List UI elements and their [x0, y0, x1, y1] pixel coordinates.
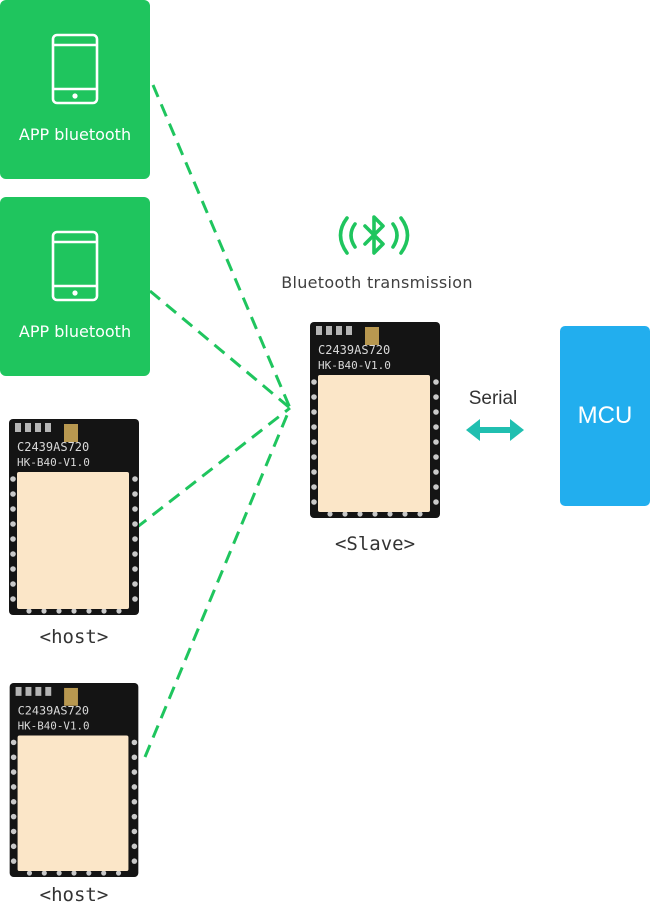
link-host2 — [143, 407, 292, 758]
bidirectional-arrow-icon — [466, 419, 524, 441]
bluetooth-icon — [338, 215, 410, 255]
mcu-box: MCU — [560, 326, 650, 506]
link-host1 — [135, 406, 291, 530]
link-app2 — [149, 289, 291, 410]
bluetooth-transmission-label: Bluetooth transmission — [281, 273, 473, 292]
chip-text-line-2: HK-B40-V1.0 — [17, 456, 90, 469]
module-pins — [311, 379, 439, 517]
module-pins — [10, 476, 138, 614]
chip-text-line-1: C2439AS720 — [17, 440, 89, 454]
host-label: <host> — [39, 884, 109, 906]
chip-text-line-2: HK-B40-V1.0 — [318, 359, 391, 372]
chip-text-line-2: HK-B40-V1.0 — [18, 720, 90, 733]
app-label: APP bluetooth — [18, 322, 132, 341]
mcu-label: MCU — [577, 402, 633, 429]
slave-module: C2439AS720 HK-B40-V1.0 — [310, 322, 440, 518]
host-module-2: C2439AS720 HK-B40-V1.0 — [9, 683, 139, 877]
app-bluetooth-box-2: APP bluetooth — [0, 197, 150, 376]
module-pins — [10, 739, 138, 876]
smartphone-icon — [51, 33, 99, 105]
link-app1 — [151, 84, 292, 409]
slave-label: <Slave> — [334, 533, 416, 555]
chip-text-line-1: C2439AS720 — [318, 343, 390, 357]
chip-text-line-1: C2439AS720 — [18, 704, 89, 718]
app-bluetooth-box-1: APP bluetooth — [0, 0, 150, 179]
host-label: <host> — [39, 626, 109, 648]
serial-label: Serial — [468, 388, 518, 409]
host-module-1: C2439AS720 HK-B40-V1.0 — [9, 419, 139, 615]
app-label: APP bluetooth — [18, 125, 132, 144]
smartphone-icon — [51, 230, 99, 302]
